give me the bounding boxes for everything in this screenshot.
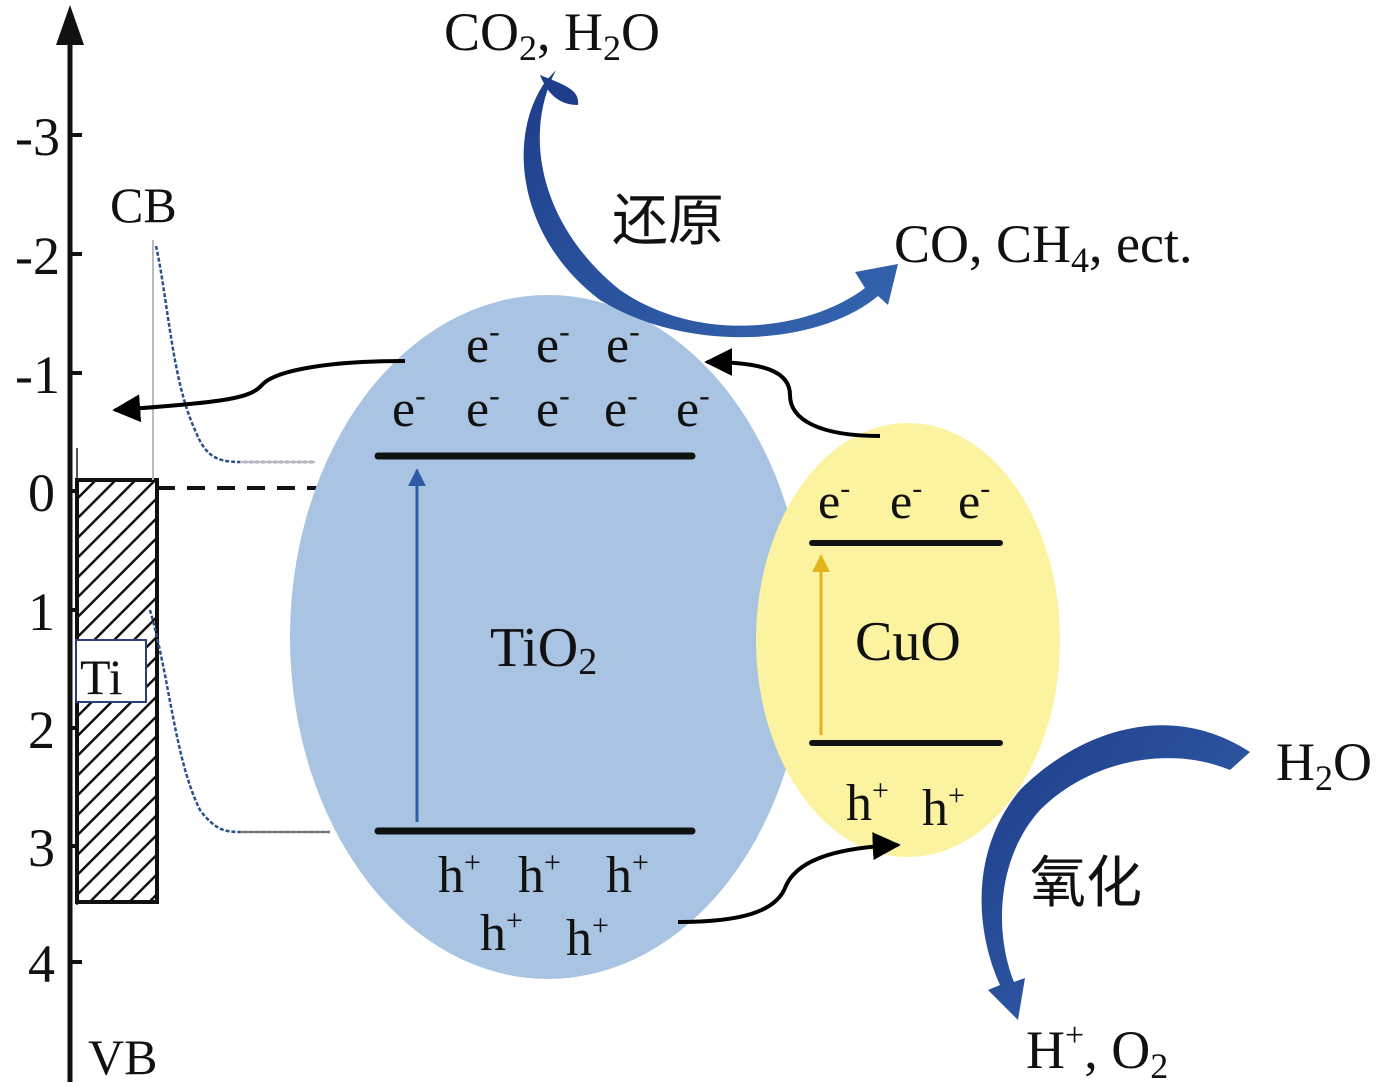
cb-label: CB <box>110 177 177 233</box>
tio2-label: TiO2 <box>490 617 597 683</box>
oxidation-reactant: H2O <box>1276 732 1372 798</box>
axis-tick-label: -3 <box>15 107 60 167</box>
electron-symbol: e- <box>536 313 570 374</box>
oxidation-products: H+, O2 <box>1026 1017 1168 1086</box>
hole-symbol: h+ <box>480 904 523 962</box>
cuo-electrons: e- e- e- <box>818 472 990 529</box>
axis-tick-label: 1 <box>28 582 55 642</box>
hole-transfer-tio2-to-cuo-arrow <box>677 832 901 924</box>
electron-symbol: e- <box>466 377 500 438</box>
electron-symbol: e- <box>606 313 640 374</box>
ti-label: Ti <box>80 649 123 705</box>
electron-symbol: e- <box>536 377 570 438</box>
electron-symbol: e- <box>890 472 922 529</box>
axis-tick-label: -1 <box>15 345 60 405</box>
cuo-holes: h+ h+ <box>846 774 965 837</box>
tio2-holes: h+ h+ h+ h+ h+ <box>438 846 649 967</box>
electron-symbol: e- <box>604 377 638 438</box>
hole-symbol: h+ <box>846 774 889 832</box>
axis-tick-label: 3 <box>28 818 55 878</box>
vb-label: VB <box>88 1029 157 1085</box>
cuo-bands <box>809 540 1003 746</box>
axis-tick-label: 2 <box>28 700 55 760</box>
electron-symbol: e- <box>958 472 990 529</box>
density-of-states-curves <box>148 240 330 834</box>
energy-axis: -3 -2 -1 0 1 2 3 4 CB VB <box>15 5 177 1085</box>
charge-transfer-arrows <box>112 348 901 924</box>
tio2-particle <box>290 295 806 979</box>
hole-symbol: h+ <box>566 909 609 967</box>
reduction-reactants: CO2, H2O <box>444 2 660 68</box>
tio2-electrons: e- e- e- e- e- e- e- e- <box>392 313 710 438</box>
hole-symbol: h+ <box>922 779 965 837</box>
axis-arrow-icon <box>56 5 84 45</box>
electron-symbol: e- <box>818 472 850 529</box>
hole-symbol: h+ <box>518 846 561 904</box>
cuo-particle <box>756 423 1060 857</box>
reduction-products: CO, CH4, ect. <box>894 214 1192 280</box>
electron-symbol: e- <box>676 377 710 438</box>
electron-transfer-to-ti-arrow <box>112 359 406 423</box>
oxidation-arrow-icon <box>981 725 1250 1020</box>
axis-tick-label: -2 <box>15 226 60 286</box>
hole-symbol: h+ <box>606 846 649 904</box>
electron-symbol: e- <box>466 313 500 374</box>
hole-symbol: h+ <box>438 846 481 904</box>
ti-metal-block: Ti <box>75 448 159 905</box>
axis-tick-label: 4 <box>28 934 55 994</box>
cuo-label: CuO <box>855 611 961 673</box>
electron-transfer-cuo-to-tio2-arrow <box>704 348 881 438</box>
tio2-bands <box>374 452 696 835</box>
reduction-process-label: 还原 <box>612 189 724 254</box>
oxidation-process-label: 氧化 <box>1030 851 1142 916</box>
electron-symbol: e- <box>392 377 426 438</box>
axis-tick-label: 0 <box>28 463 55 523</box>
